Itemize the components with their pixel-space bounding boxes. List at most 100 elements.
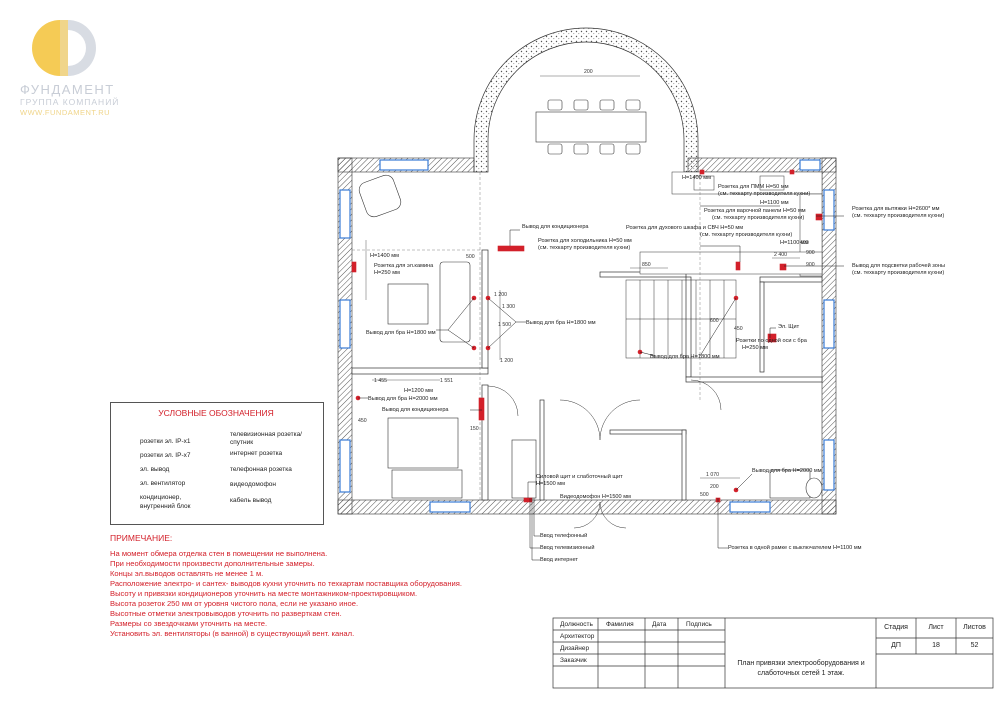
annotation: Вывод для бра Н=1800 мм	[650, 354, 720, 360]
dimension-label: 500	[700, 492, 709, 498]
annotation: Видеодомофон Н=1500 мм	[560, 494, 631, 500]
legend-label: видеодомофон	[230, 481, 277, 488]
tb-header: Фамилия	[606, 621, 634, 628]
logo-url: WWW.FUNDAMENT.RU	[20, 108, 111, 117]
outlet-marker	[351, 261, 357, 273]
board-marker	[523, 497, 533, 503]
interior-walls	[351, 249, 823, 501]
annotation: Розетка для вытяжки Н=2600* мм	[852, 206, 940, 212]
dimension-label: 2 400	[774, 252, 787, 258]
drawing-title: План привязки электрооборудования и	[737, 660, 865, 667]
tb-sheet: 18	[932, 642, 940, 649]
dimension-label: 1 300	[502, 304, 515, 310]
annotation: Вывод для бра Н=1800 мм	[366, 330, 436, 336]
annotation: Розетки по одной оси с бра	[736, 338, 807, 344]
outlet-marker	[815, 213, 823, 221]
legend-label: эл. вентилятор	[140, 480, 186, 487]
legend-label: телефонная розетка	[230, 466, 292, 473]
company-logo	[32, 20, 96, 76]
annotation: (см. техкарту производителя кухни)	[852, 213, 945, 219]
tb-role: Заказчик	[560, 657, 587, 664]
title-block-grid	[552, 617, 994, 689]
dimension-label: 500	[466, 254, 475, 260]
annotation: Н=1100 мм	[780, 240, 809, 246]
panel-marker	[767, 333, 777, 343]
tb-stage: ДП	[891, 642, 901, 649]
annotation: Розетка для варочной панели Н=50 мм	[704, 208, 806, 214]
windows	[339, 159, 835, 513]
legend-panel	[110, 402, 324, 525]
dimension-label: 400	[800, 240, 809, 246]
annotation: Эл. Щит	[778, 324, 800, 330]
dimension-label: 600	[710, 318, 719, 324]
tb-header: Подпись	[686, 621, 712, 628]
dimension-lines	[365, 75, 800, 479]
legend-label: розетки эл. IP-x1	[140, 438, 191, 445]
note-line: Высотные отметки электровыводов уточнить…	[110, 609, 342, 618]
annotation: Вывод для бра Н=2000 мм	[752, 468, 822, 474]
dimension-label: 450	[358, 418, 367, 424]
outlet-marker	[779, 263, 787, 271]
doors	[487, 379, 722, 529]
legend-label: внутренний блок	[140, 503, 191, 510]
leader-lines	[358, 205, 844, 561]
dimension-label: 1 200	[494, 292, 507, 298]
ac-unit-marker	[478, 397, 485, 421]
annotation: Вывод для бра Н=2000 мм	[368, 396, 438, 402]
legend-label: кабель вывод	[230, 497, 272, 504]
dining-table	[535, 99, 647, 155]
outlet-marker	[789, 169, 795, 175]
note-line: Высоту и привязки кондиционеров уточнить…	[110, 589, 418, 598]
annotation: Розетка для эл.камина	[374, 263, 434, 269]
outlet-marker	[699, 169, 705, 175]
annotation: Вывод для бра Н=1800 мм	[526, 320, 596, 326]
annotation: Розетка для ПММ Н=50 мм	[718, 184, 789, 190]
tb-sheets-total: 52	[970, 642, 979, 649]
dimension-label: 150	[470, 426, 479, 432]
dimension-label: 200	[710, 484, 719, 490]
annotation: Н=1500 мм	[536, 481, 565, 487]
annotation: Н=1400 мм	[370, 253, 399, 259]
dimension-label: 900	[806, 250, 815, 256]
annotation: Розетка для духового шкафа и СВЧ Н=50 мм	[626, 225, 744, 231]
note-line: Установить эл. вентиляторы (в ванной) в …	[110, 629, 355, 638]
tb-col-header: Листов	[963, 624, 986, 631]
tb-col-header: Стадия	[884, 624, 908, 631]
note-line: При необходимости произвести дополнитель…	[110, 559, 315, 568]
annotation: Н=250 мм	[374, 270, 400, 276]
tb-header: Дата	[652, 621, 667, 628]
dimension-label: 1 070	[706, 472, 719, 478]
annotation: Вывод для подсветки рабочей зоны	[852, 263, 946, 269]
annotation: Н=250 мм	[742, 345, 768, 351]
dimension-label: 450	[734, 326, 743, 332]
legend-label: интернет розетка	[230, 450, 283, 457]
annotation: Н=1200 мм	[404, 388, 433, 394]
annotation: Ввод интернет	[540, 557, 578, 563]
note-line: Концы эл.выводов оставлять не менее 1 м.	[110, 569, 264, 578]
note-line: Расположение электро- и сантех- выводов …	[110, 579, 462, 588]
dimension-label: 1 200	[500, 358, 513, 364]
legend-title: УСЛОВНЫЕ ОБОЗНАЧЕНИЯ	[158, 408, 274, 418]
notes-title: ПРИМЕЧАНИЕ:	[110, 533, 173, 543]
annotation: Розетка для холодильника Н=50 мм	[538, 238, 632, 244]
legend-label: телевизионная розетка/	[230, 431, 302, 438]
outlet-marker	[735, 261, 741, 271]
kitchen-counters	[639, 171, 823, 277]
legend-label: эл. вывод	[140, 466, 170, 473]
tb-role: Дизайнер	[560, 645, 590, 652]
tb-role: Архитектор	[560, 633, 595, 640]
logo-subtitle: ГРУППА КОМПАНИЙ	[20, 97, 120, 107]
dimension-label: 1 455	[374, 378, 387, 384]
note-line: Размеры со звездочками уточнить на месте…	[110, 619, 268, 628]
dimension-label: 850	[642, 262, 651, 268]
logo-title: ФУНДАМЕНТ	[20, 82, 115, 97]
legend-label: кондиционер,	[140, 494, 182, 501]
note-line: Высота розеток 250 мм от уровня чистого …	[110, 599, 359, 608]
dimension-label: 1 551	[440, 378, 453, 384]
annotation: (см. техкарту производителя кухни)	[700, 232, 793, 238]
annotation: Ввод телефонный	[540, 533, 588, 539]
legend-label: розетки эл. IP-x7	[140, 452, 191, 459]
annotation: (см. техкарту производителя кухни)	[852, 270, 945, 276]
annotation: (см. техкарту производителя кухни)	[538, 245, 631, 251]
